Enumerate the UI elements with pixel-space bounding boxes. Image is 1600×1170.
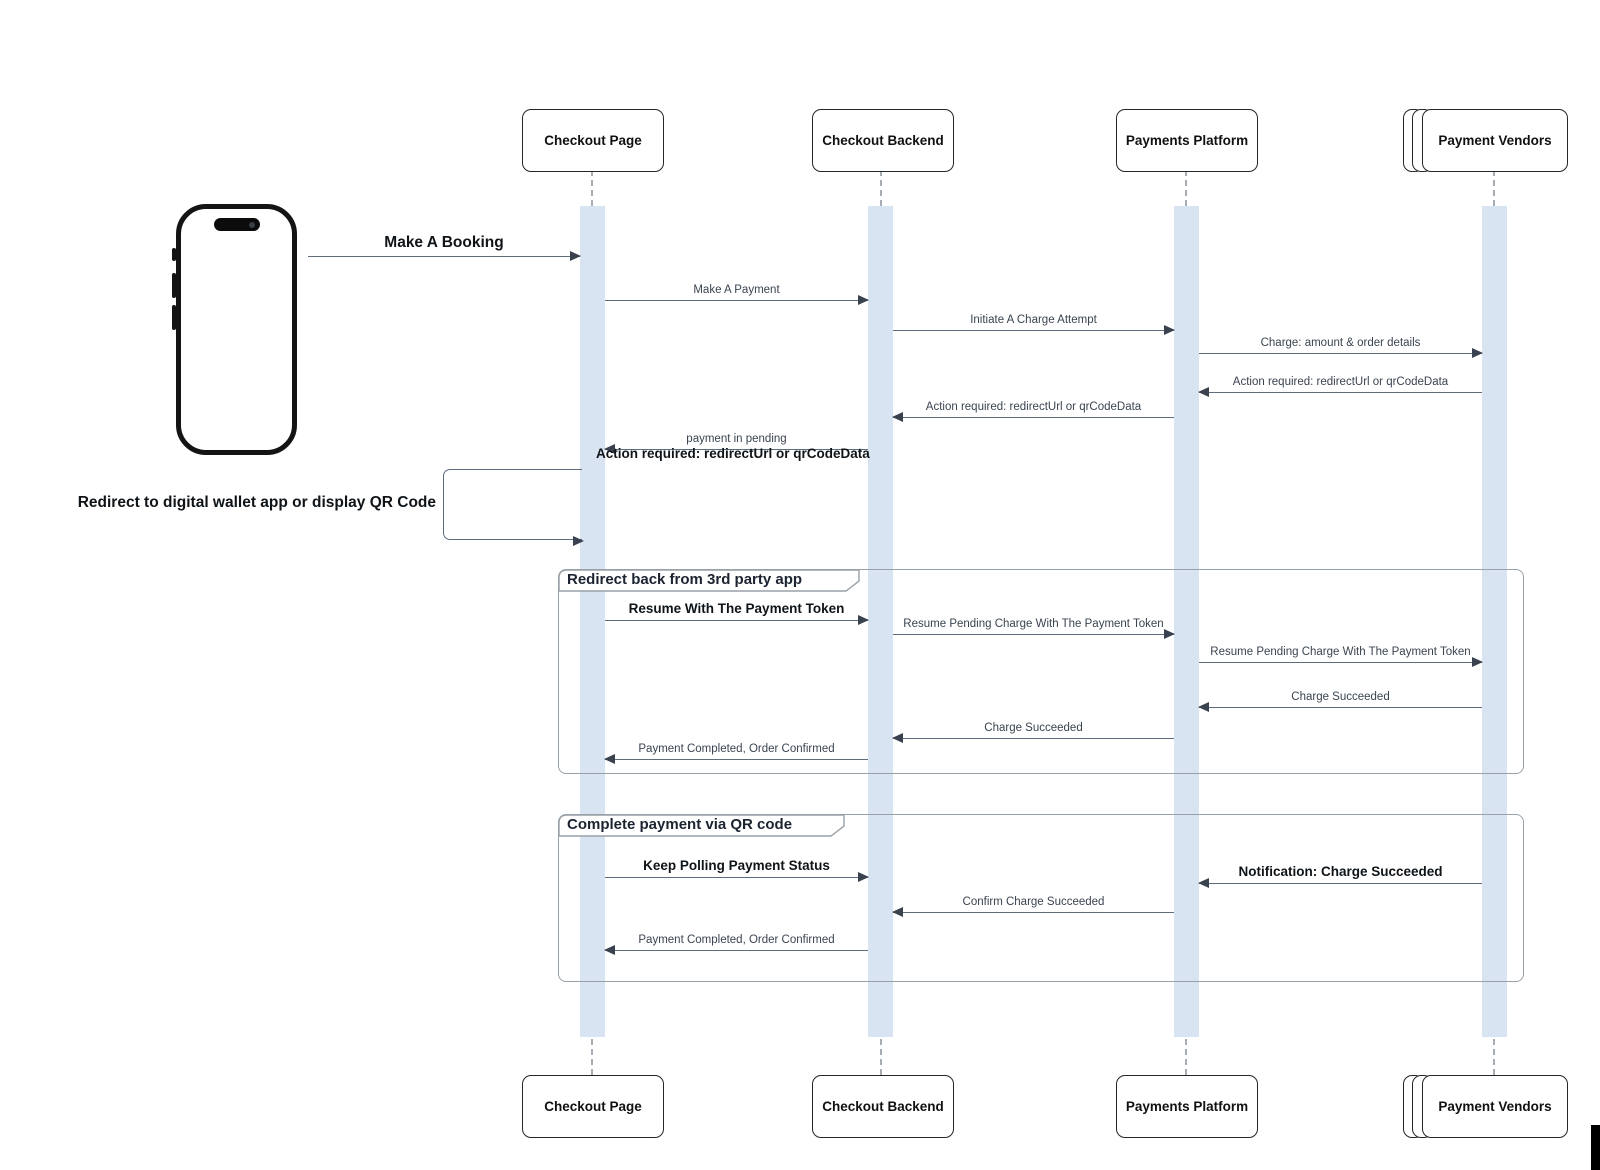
arrow-right bbox=[605, 294, 869, 305]
fragment-title: Complete payment via QR code bbox=[567, 816, 793, 833]
message-make-a-booking: Make A Booking bbox=[308, 233, 581, 261]
message-resume-pending-platform: Resume Pending Charge With The Payment T… bbox=[1199, 645, 1483, 667]
phone-dynamic-island bbox=[213, 218, 260, 231]
message-label: Charge: amount & order details bbox=[1260, 337, 1421, 349]
message-payment-completed-1: Payment Completed, Order Confirmed bbox=[604, 742, 868, 764]
arrow-left bbox=[1198, 877, 1482, 888]
fragment-qr-code bbox=[558, 814, 1524, 982]
message-resume-payment-token: Resume With The Payment Token bbox=[605, 600, 869, 625]
arrow-left bbox=[1198, 701, 1482, 712]
participant-label: Payment Vendors bbox=[1438, 133, 1552, 148]
message-label: Confirm Charge Succeeded bbox=[962, 896, 1105, 908]
message-label: Action required: redirectUrl or qrCodeDa… bbox=[1232, 376, 1449, 388]
message-make-a-payment: Make A Payment bbox=[605, 283, 869, 305]
fragment-redirect-back bbox=[558, 569, 1524, 774]
arrow-right bbox=[573, 535, 584, 546]
participant-payments-platform-top: Payments Platform bbox=[1116, 109, 1258, 172]
message-action-required-vendor: Action required: redirectUrl or qrCodeDa… bbox=[1198, 375, 1482, 397]
mobile-phone-icon bbox=[172, 204, 297, 455]
arrow-left bbox=[892, 732, 1174, 743]
message-confirm-charge-succeeded: Confirm Charge Succeeded bbox=[892, 895, 1174, 917]
participant-label: Checkout Page bbox=[544, 133, 642, 148]
participant-label: Checkout Backend bbox=[822, 133, 944, 148]
arrow-right bbox=[893, 628, 1175, 639]
arrow-left bbox=[1198, 386, 1482, 397]
message-charge-succeeded-platform: Charge Succeeded bbox=[892, 721, 1174, 743]
participant-label: Payment Vendors bbox=[1438, 1099, 1552, 1114]
participant-payments-platform-bottom: Payments Platform bbox=[1116, 1075, 1258, 1138]
arrow-left bbox=[892, 906, 1174, 917]
participant-checkout-backend-top: Checkout Backend bbox=[812, 109, 954, 172]
participant-checkout-backend-bottom: Checkout Backend bbox=[812, 1075, 954, 1138]
participant-label: Checkout Page bbox=[544, 1099, 642, 1114]
message-initiate-charge: Initiate A Charge Attempt bbox=[893, 313, 1175, 335]
arrow-left bbox=[604, 753, 868, 764]
message-charge-amount: Charge: amount & order details bbox=[1199, 336, 1483, 358]
fragment-title: Redirect back from 3rd party app bbox=[567, 571, 803, 588]
note-redirect-wallet: Redirect to digital wallet app or displa… bbox=[77, 494, 436, 511]
arrow-right bbox=[605, 614, 869, 625]
activation-bar-checkout-backend bbox=[868, 206, 893, 1037]
participant-label: Checkout Backend bbox=[822, 1099, 944, 1114]
message-label: Charge Succeeded bbox=[1291, 691, 1390, 703]
message-label: Notification: Charge Succeeded bbox=[1238, 864, 1443, 879]
participant-payment-vendors-bottom: Payment Vendors bbox=[1422, 1075, 1568, 1138]
fragment-redirect-back-tab: Redirect back from 3rd party app bbox=[558, 569, 860, 592]
message-payment-in-pending: payment in pending bbox=[604, 432, 868, 454]
arrow-right bbox=[893, 324, 1175, 335]
screen-corner-artifact bbox=[1591, 1125, 1600, 1170]
participant-label: Payments Platform bbox=[1125, 1099, 1249, 1114]
participant-checkout-page-top: Checkout Page bbox=[522, 109, 664, 172]
phone-volume-up-button bbox=[172, 273, 176, 298]
message-label: Resume Pending Charge With The Payment T… bbox=[1210, 646, 1471, 658]
message-label: Make A Booking bbox=[384, 234, 504, 251]
arrow-left bbox=[604, 443, 868, 454]
message-notification-charge-succeeded: Notification: Charge Succeeded bbox=[1198, 863, 1482, 888]
message-payment-completed-2: Payment Completed, Order Confirmed bbox=[604, 933, 868, 955]
fragment-tab-shape bbox=[558, 569, 860, 592]
participant-checkout-page-bottom: Checkout Page bbox=[522, 1075, 664, 1138]
message-label: Resume With The Payment Token bbox=[628, 601, 845, 616]
arrow-right bbox=[1199, 656, 1483, 667]
arrow-right bbox=[605, 871, 869, 882]
arrow-left bbox=[892, 411, 1174, 422]
message-label: Payment Completed, Order Confirmed bbox=[638, 743, 835, 755]
fragment-tab-shape bbox=[558, 814, 845, 837]
activation-bar-checkout-page bbox=[580, 206, 605, 1037]
phone-volume-down-button bbox=[172, 305, 176, 330]
message-label: Resume Pending Charge With The Payment T… bbox=[903, 618, 1164, 630]
activation-bar-payments-platform bbox=[1174, 206, 1199, 1037]
arrow-left bbox=[604, 944, 868, 955]
message-action-required-platform: Action required: redirectUrl or qrCodeDa… bbox=[892, 400, 1174, 422]
participant-label: Payments Platform bbox=[1125, 133, 1249, 148]
message-label: payment in pending bbox=[686, 433, 787, 445]
fragment-qr-code-tab: Complete payment via QR code bbox=[558, 814, 845, 837]
participant-payment-vendors-top: Payment Vendors bbox=[1422, 109, 1568, 172]
activation-bar-payment-vendors bbox=[1482, 206, 1507, 1037]
phone-mute-button bbox=[172, 248, 176, 261]
message-label: Payment Completed, Order Confirmed bbox=[638, 934, 835, 946]
message-label: Charge Succeeded bbox=[984, 722, 1083, 734]
self-message-redirect-loop bbox=[443, 469, 584, 546]
arrow-right bbox=[308, 250, 581, 261]
phone-camera-dot bbox=[248, 221, 255, 228]
message-label: Initiate A Charge Attempt bbox=[970, 314, 1097, 326]
message-label: Action required: redirectUrl or qrCodeDa… bbox=[925, 401, 1142, 413]
message-label: Keep Polling Payment Status bbox=[643, 858, 830, 873]
note-action-required: Action required: redirectUrl or qrCodeDa… bbox=[596, 446, 870, 461]
message-keep-polling: Keep Polling Payment Status bbox=[605, 857, 869, 882]
message-resume-pending-backend: Resume Pending Charge With The Payment T… bbox=[893, 617, 1175, 639]
arrow-right bbox=[1199, 347, 1483, 358]
message-charge-succeeded-vendor: Charge Succeeded bbox=[1198, 690, 1482, 712]
message-label: Make A Payment bbox=[693, 284, 780, 296]
